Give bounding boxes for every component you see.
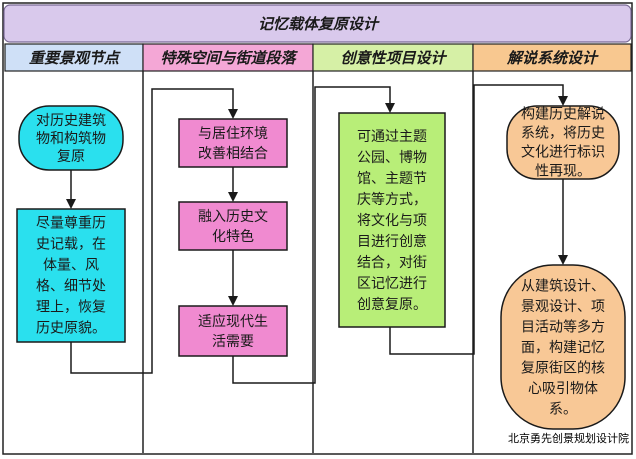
node-creative-projects-text: 可通过主题公园、博物馆、主题节庆等方式， 将文化与项目进行创意结合，对街区记忆进行… bbox=[357, 129, 427, 313]
column-label-3: 创意性项目设计 bbox=[340, 49, 447, 67]
node-text-line: 系统，将历史 bbox=[521, 126, 605, 142]
node-text-line: 心吸引物体 bbox=[528, 381, 598, 397]
node-text-line: 体量、风 bbox=[43, 258, 99, 274]
node-text-line: 结合，对街 bbox=[357, 255, 427, 271]
node-text-line: 目活动等多方 bbox=[521, 319, 605, 336]
node-text-line: 格、细节处 bbox=[36, 279, 106, 295]
node-core-attractions bbox=[500, 264, 626, 430]
column-header-3 bbox=[312, 43, 474, 72]
node-modern-life-text: 适应现代生活需要 bbox=[198, 313, 268, 350]
node-text-line: 目进行创意 bbox=[357, 233, 427, 250]
node-respect-history bbox=[16, 208, 126, 343]
node-text-line: 文化进行标识 bbox=[521, 145, 605, 161]
column-label-4: 解说系统设计 bbox=[506, 49, 599, 67]
diagram-title: 记忆载体复原设计 bbox=[258, 15, 380, 33]
connector-col3-to-col4 bbox=[389, 84, 568, 355]
watermark: 北京勇先创景规划设计院 bbox=[508, 431, 629, 445]
node-historic-culture bbox=[178, 201, 288, 251]
node-text-line: 融入历史文 bbox=[198, 209, 268, 225]
node-text-line: 活需要 bbox=[212, 334, 254, 350]
node-text-line: 适应现代生 bbox=[198, 313, 268, 330]
column-label-1: 重要景观节点 bbox=[29, 49, 121, 67]
column-header-4 bbox=[472, 43, 632, 72]
node-respect-history-text: 尽量尊重历史记载，在体量、风格、细节处理上，恢复历史原貌。 bbox=[36, 215, 106, 337]
node-text-line: 复原 bbox=[57, 148, 85, 165]
node-text-line: 与居住环境 bbox=[198, 126, 268, 142]
node-historic-culture-text: 融入历史文化特色 bbox=[198, 209, 268, 245]
node-text-line: 理上，恢复 bbox=[36, 299, 106, 316]
node-text-line: 创意复原。 bbox=[357, 296, 427, 313]
node-text-line: 区记忆进行 bbox=[357, 276, 427, 292]
node-text-line: 从建筑设计、 bbox=[521, 279, 605, 295]
column-header-2 bbox=[142, 43, 314, 72]
node-text-line: 可通过主题 bbox=[357, 129, 427, 145]
node-living-environment-text: 与居住环境改善相结合 bbox=[198, 126, 268, 162]
node-core-attractions-text: 从建筑设计、景观设计、项目活动等多方面，构建记忆复原街区的核心吸引物体系。 bbox=[521, 279, 605, 418]
node-restore-historic-buildings bbox=[18, 105, 124, 171]
node-text-line: 系。 bbox=[549, 402, 577, 418]
node-text-line: 景观设计、项 bbox=[521, 299, 605, 315]
node-text-line: 馆、主题节 bbox=[357, 171, 427, 187]
connector-col1-to-col2 bbox=[70, 88, 238, 374]
node-text-line: 对历史建筑 bbox=[36, 113, 106, 129]
node-interpretation-system bbox=[506, 105, 620, 180]
node-text-line: 庆等方式， bbox=[357, 191, 427, 208]
node-living-environment bbox=[178, 118, 288, 168]
node-text-line: 面，构建记忆 bbox=[521, 340, 605, 356]
node-interpretation-system-text: 构建历史解说系统，将历史文化进行标识性再现。 bbox=[521, 107, 605, 180]
title-bar bbox=[3, 4, 632, 43]
connector-col2-to-col3 bbox=[232, 86, 395, 384]
node-text-line: 尽量尊重历 bbox=[36, 215, 106, 232]
node-creative-projects bbox=[338, 112, 446, 328]
node-restore-historic-buildings-text: 对历史建筑物和构筑物复原 bbox=[36, 113, 106, 165]
node-text-line: 历史原貌。 bbox=[36, 321, 106, 337]
node-text-line: 公园、博物 bbox=[357, 149, 427, 166]
node-text-line: 性再现。 bbox=[535, 164, 591, 180]
node-text-line: 史记载，在 bbox=[36, 237, 106, 253]
node-text-line: 改善相结合 bbox=[198, 146, 268, 162]
column-label-2: 特殊空间与街道段落 bbox=[160, 49, 298, 67]
node-modern-life bbox=[178, 305, 288, 357]
node-text-line: 构建历史解说 bbox=[521, 107, 605, 123]
node-text-line: 将文化与项 bbox=[357, 213, 427, 229]
node-text-line: 复原街区的核 bbox=[521, 360, 605, 377]
node-text-line: 物和构筑物 bbox=[36, 131, 106, 147]
node-text-line: 化特色 bbox=[212, 228, 254, 245]
column-header-1 bbox=[4, 43, 144, 72]
